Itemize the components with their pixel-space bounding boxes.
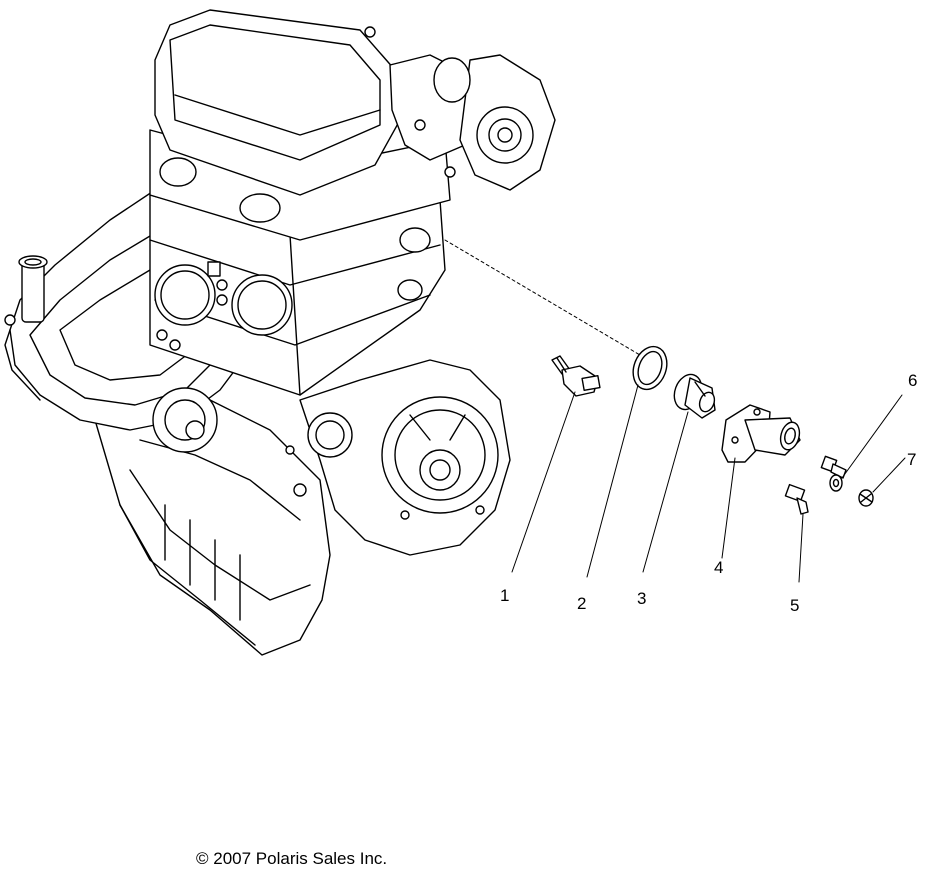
leader-line-6 (842, 395, 902, 478)
callout-3: 3 (637, 589, 647, 608)
part-6-washer (830, 475, 842, 491)
part-1-temperature-sensor (552, 356, 600, 396)
coolant-pipe (22, 262, 44, 322)
callout-1: 1 (500, 586, 510, 605)
leader-line-2 (587, 385, 638, 577)
part-2-o-ring (627, 342, 672, 394)
leader-line-3 (643, 412, 688, 572)
leader-line-4 (722, 458, 735, 558)
part-4-thermostat-housing (722, 405, 802, 462)
callout-7: 7 (907, 450, 917, 469)
part-6-bolt (821, 456, 846, 478)
leader-line-7 (873, 458, 905, 492)
callout-5: 5 (790, 596, 800, 615)
leader-line-5 (799, 514, 803, 582)
callout-4: 4 (714, 558, 724, 577)
callout-2: 2 (577, 594, 587, 613)
part-7-screw (859, 490, 873, 506)
part-3-thermostat (670, 371, 717, 418)
copyright-notice: © 2007 Polaris Sales Inc. (196, 849, 388, 868)
leader-line-1 (512, 392, 575, 572)
engine-assembly (5, 10, 640, 655)
part-5-bolt (785, 485, 808, 514)
callout-6: 6 (908, 371, 918, 390)
